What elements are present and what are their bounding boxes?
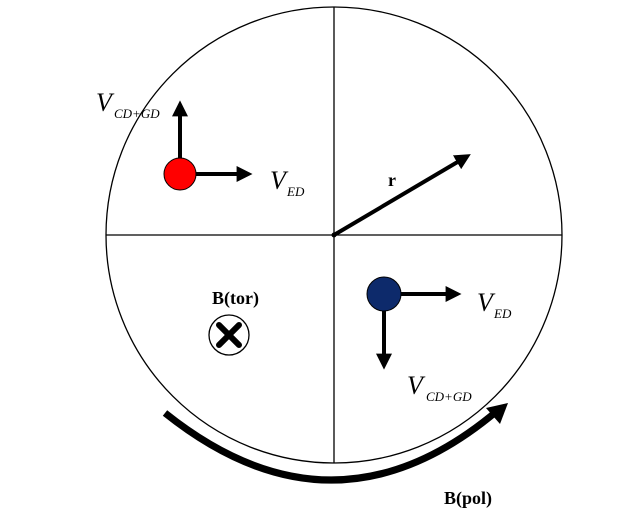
lower-vcdgd-label-sub: CD+GD xyxy=(426,389,472,404)
radius-label: r xyxy=(388,170,396,190)
b-pol-curved-arrow xyxy=(162,408,500,484)
b-tor-label: B(tor) xyxy=(212,288,259,309)
lower-particle-blue xyxy=(366,276,402,312)
lower-vcdgd-label-main: V xyxy=(407,371,426,400)
lower-ved-label-sub: ED xyxy=(493,306,512,321)
upper-vcdgd-label-sub: CD+GD xyxy=(114,106,160,121)
upper-vcdgd-label-main: V xyxy=(96,88,115,117)
b-pol-arrowhead xyxy=(486,403,508,424)
upper-ved-label-sub: ED xyxy=(286,184,305,199)
lower-ved-label-main: V xyxy=(477,288,496,317)
upper-particle-red xyxy=(163,157,197,191)
upper-ved-label-main: V xyxy=(270,166,289,195)
b-pol-label: B(pol) xyxy=(444,488,492,509)
b-tor-cross-stroke-2 xyxy=(216,322,242,348)
radius-vector-arrow xyxy=(332,154,471,237)
